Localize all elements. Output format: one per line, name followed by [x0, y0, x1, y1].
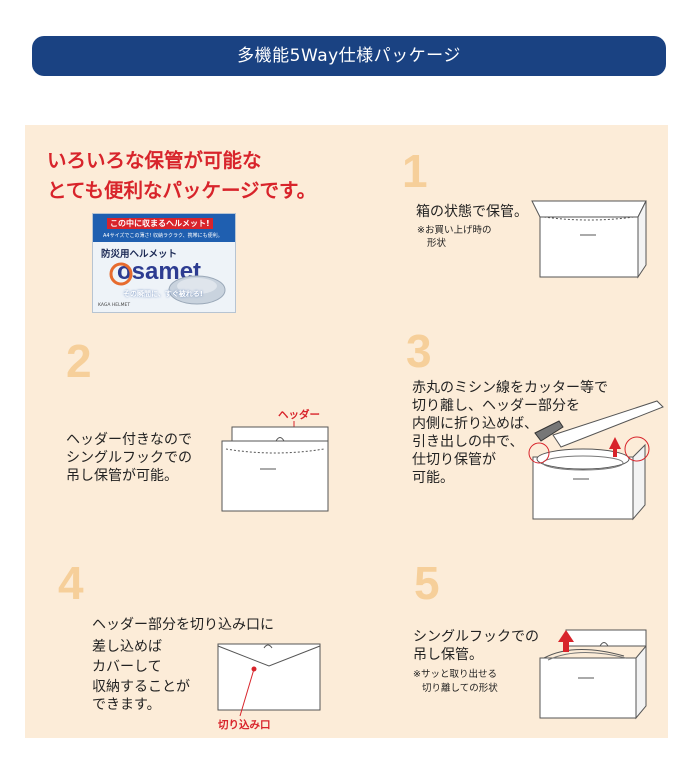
- step-1-number: 1: [402, 145, 428, 197]
- product-footer: KAGA HELMET: [98, 303, 131, 308]
- step-3-text-line-4: 引き出しの中で、: [412, 434, 524, 450]
- step-2-box-illustration: [221, 421, 329, 512]
- step-1-text-line-1: 箱の状態で保管。: [416, 204, 528, 220]
- step-5-number: 5: [414, 557, 440, 609]
- step-5-text-line-2: 吊し保管。: [413, 647, 483, 663]
- headline-line-1: いろいろな保管が可能な: [47, 149, 262, 172]
- step-4-box-illustration: [217, 643, 321, 717]
- product-red-text: この中に収まるヘルメット!: [107, 218, 213, 229]
- step-4-text-line-2: 差し込めば: [92, 639, 162, 655]
- step-4-text-line-3: カバーして: [92, 659, 162, 675]
- step-3-box-illustration: [528, 400, 664, 521]
- step-3-number: 3: [406, 325, 432, 377]
- step-3-text-line-1: 赤丸のミシン線をカッター等で: [412, 380, 608, 396]
- slit-label: 切り込み口: [218, 719, 271, 731]
- step-4-text-line-4: 収納することが: [92, 679, 190, 695]
- step-2-text-line-3: 吊し保管が可能。: [66, 468, 178, 484]
- section-banner: 多機能5Way仕様パッケージ: [32, 36, 666, 76]
- step-5-note-line-1: ※サッと取り出せる: [413, 669, 497, 680]
- step-2-text-line-1: ヘッダー付きなので: [66, 432, 192, 448]
- header-label: ヘッダー: [278, 409, 320, 421]
- helmet-illustration: [109, 262, 226, 305]
- step-5-box-illustration: [539, 629, 647, 720]
- step-3-text-line-2: 切り離し、ヘッダー部分を: [412, 398, 580, 414]
- step-4-text-line-5: できます。: [92, 697, 161, 713]
- product-sub-text: A4サイズでこの薄さ! 収納ラクラク、携帯にも便利。: [103, 233, 223, 239]
- step-3-text-line-5: 仕切り保管が: [412, 452, 496, 468]
- step-3-text-line-3: 内側に折り込めば、: [412, 416, 538, 432]
- step-1-note-line-2: 形状: [427, 238, 447, 249]
- step-5-note-line-2: 切り離しての形状: [422, 683, 498, 694]
- step-3-text-line-6: 可能。: [412, 470, 454, 486]
- step-5-text-line-1: シングルフックでの: [413, 629, 539, 645]
- headline-line-2: とても便利なパッケージです。: [47, 179, 317, 202]
- product-box-image: この中に収まるヘルメット! A4サイズでこの薄さ! 収納ラクラク、携帯にも便利。…: [92, 213, 236, 313]
- product-name-jp: 防災用ヘルメット: [101, 249, 178, 260]
- step-2-number: 2: [66, 335, 92, 387]
- step-4-number: 4: [58, 557, 84, 609]
- step-2-text-line-2: シングルフックでの: [66, 450, 192, 466]
- step-1-note-line-1: ※お買い上げ時の: [417, 225, 492, 236]
- step-1-box-illustration: [531, 200, 647, 279]
- step-4-text-line-1: ヘッダー部分を切り込み口に: [92, 617, 274, 633]
- product-slogan: その瞬間に、すぐ被れる!: [123, 290, 203, 298]
